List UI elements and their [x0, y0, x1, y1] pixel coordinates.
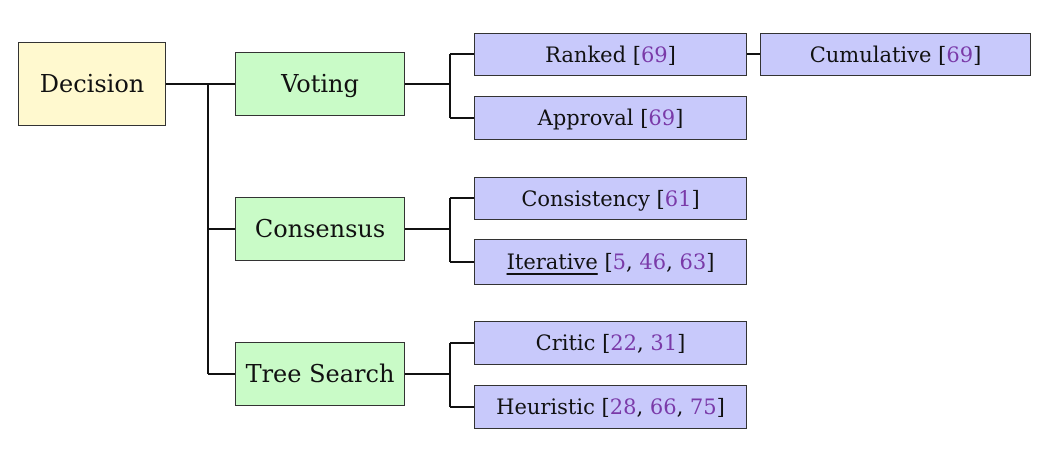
heuristic-cite-1[interactable]: 28: [609, 395, 637, 419]
cumulative-node: Cumulative [69]: [760, 33, 1031, 76]
voting-label: Voting: [281, 70, 359, 98]
consistency-node: Consistency [61]: [474, 177, 747, 220]
iterative-cite-3[interactable]: 63: [679, 250, 707, 274]
iterative-label: Iterative: [506, 250, 598, 274]
heuristic-cite-3[interactable]: 75: [689, 395, 717, 419]
cumulative-cite-1[interactable]: 69: [946, 42, 974, 67]
ranked-node: Ranked [69]: [474, 33, 747, 76]
tree-search-node: Tree Search: [235, 342, 405, 406]
critic-cite-2[interactable]: 31: [650, 331, 678, 355]
critic-cite-1[interactable]: 22: [610, 331, 638, 355]
iterative-cite-1[interactable]: 5: [612, 250, 627, 274]
decision-node: Decision: [18, 42, 166, 126]
ranked-cite-1[interactable]: 69: [640, 42, 668, 67]
heuristic-label: Heuristic: [496, 395, 595, 419]
decision-label: Decision: [39, 70, 145, 98]
heuristic-cite-2[interactable]: 66: [649, 395, 677, 419]
voting-node: Voting: [235, 52, 405, 116]
ranked-label: Ranked: [545, 42, 627, 67]
approval-label: Approval: [537, 106, 634, 130]
consensus-node: Consensus: [235, 197, 405, 261]
consistency-label: Consistency: [521, 186, 650, 211]
tree-search-label: Tree Search: [245, 360, 395, 388]
heuristic-node: Heuristic [28, 66, 75]: [474, 385, 747, 429]
iterative-cite-2[interactable]: 46: [639, 250, 667, 274]
iterative-node: Iterative [5, 46, 63]: [474, 239, 747, 285]
approval-cite-1[interactable]: 69: [648, 106, 676, 130]
cumulative-label: Cumulative: [809, 42, 932, 67]
consensus-label: Consensus: [254, 215, 386, 243]
approval-node: Approval [69]: [474, 96, 747, 140]
critic-node: Critic [22, 31]: [474, 321, 747, 365]
consistency-cite-1[interactable]: 61: [664, 186, 692, 211]
critic-label: Critic: [535, 331, 596, 355]
